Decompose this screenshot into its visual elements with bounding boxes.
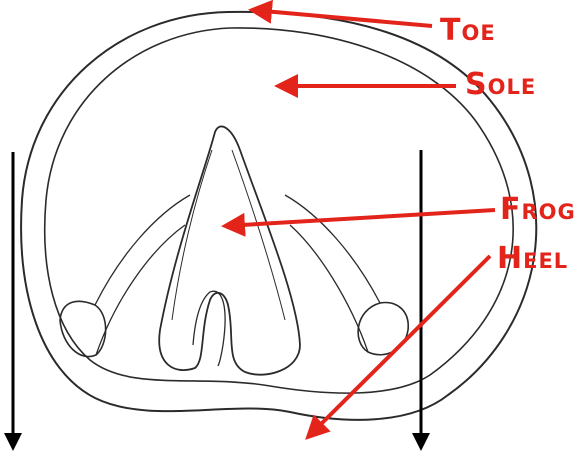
heel-label: Heel — [497, 244, 568, 274]
bar-left-inner — [96, 225, 185, 355]
bar-right — [285, 195, 380, 303]
toe-arrow — [252, 10, 432, 26]
frog-ridge-left — [172, 150, 212, 320]
frog-outline — [159, 126, 300, 374]
sole-outline — [45, 28, 513, 393]
frog-ridge-right — [232, 150, 285, 320]
sole-label: Sole — [465, 70, 536, 100]
bar-right-inner — [290, 225, 368, 352]
hoof-wall-outline — [21, 12, 536, 420]
bar-left — [95, 195, 190, 305]
frog-label: Frog — [500, 195, 576, 225]
toe-label: Toe — [440, 16, 496, 46]
